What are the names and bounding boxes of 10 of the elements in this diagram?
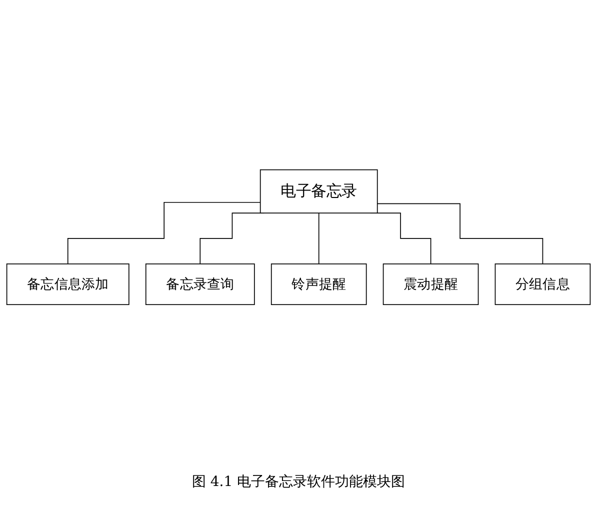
node-box: 分组信息: [494, 264, 591, 306]
connector: [67, 202, 261, 265]
figure-caption: 图 4.1 电子备忘录软件功能模块图: [192, 473, 406, 491]
node-box: 电子备忘录: [260, 170, 378, 214]
node-box: 备忘录查询: [145, 264, 255, 306]
node-box: 铃声提醒: [270, 264, 367, 306]
connector: [376, 204, 544, 265]
node-box: 震动提醒: [382, 264, 479, 306]
node-box: 备忘信息添加: [6, 264, 130, 306]
connector: [318, 212, 320, 265]
